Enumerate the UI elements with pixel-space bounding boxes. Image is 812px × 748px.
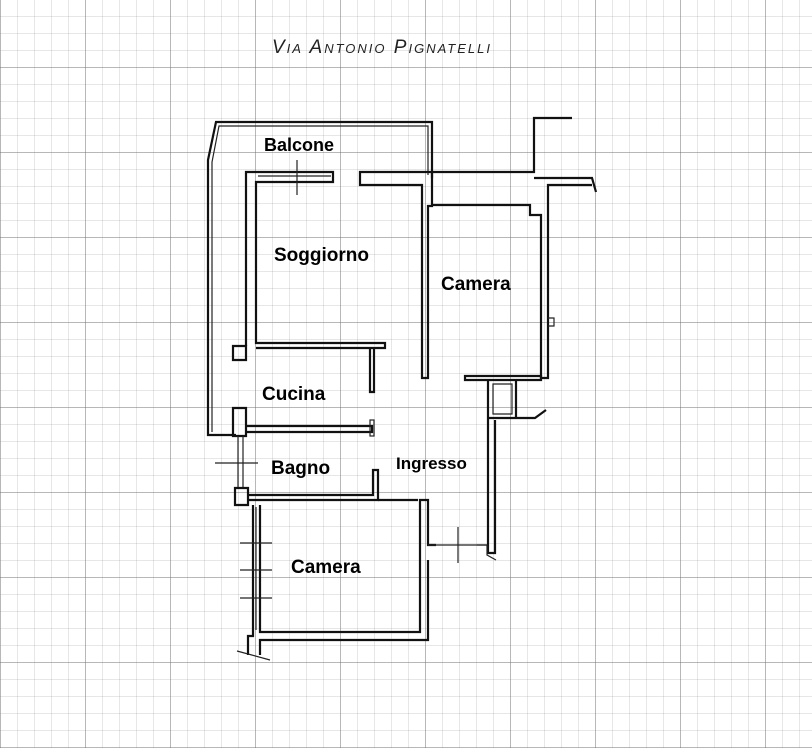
room-label-ingresso: Ingresso [396, 454, 467, 473]
street-title: Via Antonio Pignatelli [272, 37, 492, 58]
walls [206, 116, 598, 661]
room-label-camera-1: Camera [441, 274, 511, 295]
room-labels: Balcone Soggiorno Camera Cucina Bagno In… [262, 135, 511, 578]
room-label-cucina: Cucina [262, 384, 326, 405]
room-label-bagno: Bagno [271, 458, 330, 479]
room-label-camera-2: Camera [291, 557, 361, 578]
balcony-railing [206, 120, 434, 437]
room-label-balcone: Balcone [264, 135, 334, 155]
room-label-soggiorno: Soggiorno [274, 245, 369, 266]
